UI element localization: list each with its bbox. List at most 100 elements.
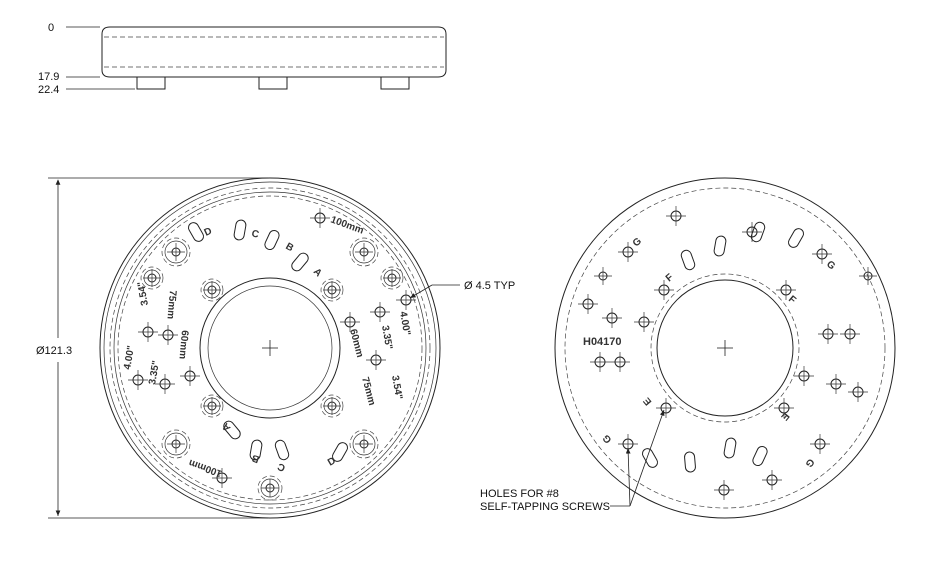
screw-hole-icon <box>602 308 622 328</box>
mount-hole-icon <box>140 266 164 290</box>
mount-hole-icon <box>349 237 379 267</box>
bolt-label-75mm-left: 75mm <box>164 290 177 320</box>
mount-hole-icon <box>257 475 283 501</box>
back-letter-f-2: F <box>786 294 798 306</box>
mount-hole-icon <box>138 322 158 342</box>
mount-slot <box>264 229 280 251</box>
front-letter-c-top: C <box>250 228 260 240</box>
diameter-label: Ø121.3 <box>36 345 72 357</box>
front-letter-c-bottom: C <box>276 460 287 473</box>
side-view <box>66 26 447 90</box>
back-view-slots <box>642 221 804 473</box>
back-letter-g-1: G <box>631 236 644 250</box>
mount-hole-icon <box>310 208 330 228</box>
inch-label-right-2: 3.35" <box>379 325 394 351</box>
back-view-disc <box>554 177 896 519</box>
screw-hole-icon <box>859 267 877 285</box>
back-letter-g-3: G <box>601 432 615 445</box>
mount-hole-icon <box>320 394 344 418</box>
back-letter-g-2: G <box>824 259 837 273</box>
screw-hole-icon <box>578 294 598 314</box>
mount-hole-icon <box>161 237 191 267</box>
back-letter-e-1: E <box>641 395 654 407</box>
front-view-holes <box>128 208 416 501</box>
screw-hole-icon <box>634 312 654 332</box>
screw-hole-icon <box>594 267 612 285</box>
screw-note-leader <box>610 409 665 507</box>
mount-hole-icon <box>180 366 200 386</box>
mount-hole-icon <box>155 374 175 394</box>
mount-slot <box>291 252 309 272</box>
inch-label-right-3: 3.54" <box>389 375 404 401</box>
mount-hole-icon <box>370 302 390 322</box>
mount-hole-icon <box>320 278 344 302</box>
mount-hole-icon <box>200 278 224 302</box>
mount-slot <box>788 228 804 248</box>
screw-hole-icon <box>654 280 674 300</box>
screw-hole-icon <box>774 398 794 418</box>
back-letter-g-4: G <box>803 456 817 469</box>
screw-hole-icon <box>590 352 610 372</box>
mount-hole-icon <box>161 429 191 459</box>
front-letter-a-top: A <box>311 266 324 279</box>
mount-slot <box>223 420 241 440</box>
screw-hole-icon <box>812 244 832 264</box>
mount-hole-icon <box>380 266 404 290</box>
diameter-dimension <box>48 177 268 519</box>
mount-slot <box>274 439 290 461</box>
dim-feet-label: 22.4 <box>38 84 59 96</box>
front-letter-b-top: B <box>284 241 296 254</box>
mount-slot <box>680 249 696 271</box>
front-view-slots <box>188 219 348 462</box>
hole-callout-leader <box>409 284 460 299</box>
screw-hole-icon <box>826 374 846 394</box>
mount-slot <box>713 235 727 257</box>
back-letter-e-2: E <box>778 410 791 422</box>
back-letter-f-1: F <box>664 272 676 284</box>
inch-label-left-3: 3.54" <box>136 280 151 306</box>
front-letter-d-bottom: D <box>326 455 338 468</box>
mount-slot <box>752 445 768 467</box>
mount-hole-icon <box>396 290 416 310</box>
bolt-label-100mm-bottom: 100mm <box>187 457 223 479</box>
screw-hole-icon <box>742 222 762 242</box>
mount-hole-icon <box>200 394 224 418</box>
screw-hole-icon <box>818 324 838 344</box>
front-letter-b-bottom: B <box>250 452 261 465</box>
mount-slot <box>249 439 263 461</box>
mount-slot <box>684 451 696 473</box>
part-number: H04170 <box>583 336 622 348</box>
dim-body-label: 17.9 <box>38 71 59 83</box>
mount-slot <box>642 448 658 468</box>
screw-hole-icon <box>840 324 860 344</box>
bolt-label-60mm-right: 60mm <box>347 328 365 359</box>
screw-hole-icon <box>666 206 686 226</box>
screw-hole-icon <box>714 480 734 500</box>
mount-hole-icon <box>158 325 178 345</box>
mount-slot <box>233 219 247 241</box>
screw-hole-icon <box>776 280 796 300</box>
mount-hole-icon <box>212 468 232 488</box>
bolt-label-75mm-right: 75mm <box>359 376 377 407</box>
inch-label-right-1: 4.00" <box>397 311 412 337</box>
front-letter-d-top: D <box>203 226 214 239</box>
screw-note-line2: SELF-TAPPING SCREWS <box>480 501 610 513</box>
mount-hole-icon <box>340 312 360 332</box>
inch-label-left-2: 3.35" <box>147 360 162 386</box>
mount-slot <box>188 222 204 242</box>
dim-top-label: 0 <box>48 22 54 34</box>
screw-hole-icon <box>810 434 830 454</box>
front-view-disc <box>99 177 441 519</box>
mount-hole-icon <box>349 429 379 459</box>
mount-hole-icon <box>366 350 386 370</box>
screw-hole-icon <box>610 352 630 372</box>
mount-slot <box>332 442 348 462</box>
screw-hole-icon <box>794 366 814 386</box>
bolt-label-100mm-top: 100mm <box>329 214 365 236</box>
inch-label-left-1: 4.00" <box>122 345 137 371</box>
mount-slot <box>723 437 737 459</box>
mount-hole-icon <box>128 370 148 390</box>
screw-hole-icon <box>762 470 782 490</box>
screw-hole-icon <box>618 242 638 262</box>
